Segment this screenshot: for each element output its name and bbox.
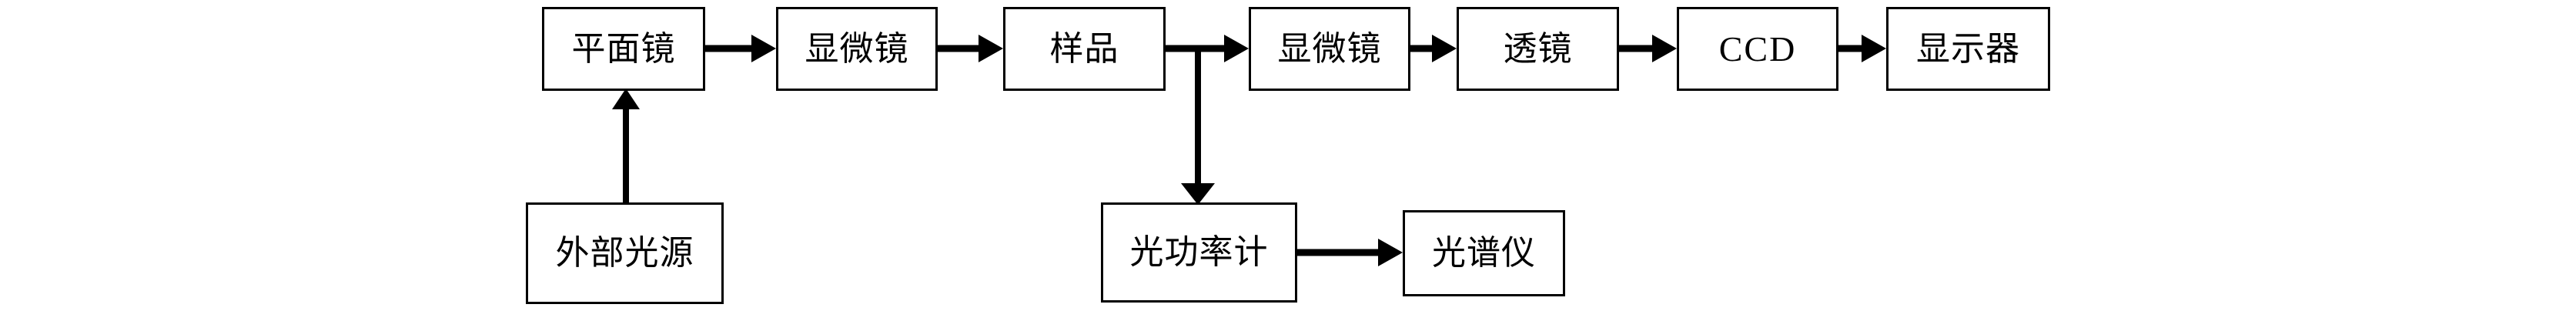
node-external-light-source[interactable]: 外部光源 [526, 202, 724, 304]
edge-sample-branch-to-meter [1181, 48, 1215, 205]
node-microscope-output-label: 显微镜 [1277, 29, 1382, 68]
edge-microscope-in-to-sample [938, 35, 1003, 62]
edge-sample-to-microscope-out [1166, 35, 1249, 62]
node-sample[interactable]: 样品 [1003, 7, 1166, 91]
node-optical-power-meter-label: 光功率计 [1129, 233, 1269, 271]
node-microscope-input[interactable]: 显微镜 [776, 7, 938, 91]
edge-lens-to-ccd [1619, 35, 1677, 62]
node-plane-mirror-label: 平面镜 [571, 29, 676, 68]
edge-ccd-to-display [1838, 35, 1886, 62]
node-external-light-source-label: 外部光源 [555, 234, 694, 272]
node-optical-power-meter[interactable]: 光功率计 [1101, 202, 1297, 303]
edge-light-to-mirror [612, 89, 640, 202]
node-sample-label: 样品 [1049, 29, 1119, 68]
node-microscope-output[interactable]: 显微镜 [1249, 7, 1410, 91]
node-spectrometer-label: 光谱仪 [1432, 234, 1536, 272]
edge-microscope-out-to-lens [1410, 35, 1457, 62]
node-spectrometer[interactable]: 光谱仪 [1403, 210, 1565, 296]
node-ccd[interactable]: CCD [1677, 7, 1838, 91]
node-ccd-label: CCD [1718, 28, 1797, 69]
node-lens-label: 透镜 [1503, 29, 1573, 68]
edge-meter-to-spectrometer [1297, 239, 1403, 266]
node-lens[interactable]: 透镜 [1457, 7, 1619, 91]
node-plane-mirror[interactable]: 平面镜 [542, 7, 705, 91]
node-display[interactable]: 显示器 [1886, 7, 2050, 91]
node-display-label: 显示器 [1916, 29, 2020, 68]
edge-mirror-to-microscope-in [705, 35, 776, 62]
node-microscope-input-label: 显微镜 [805, 29, 909, 68]
